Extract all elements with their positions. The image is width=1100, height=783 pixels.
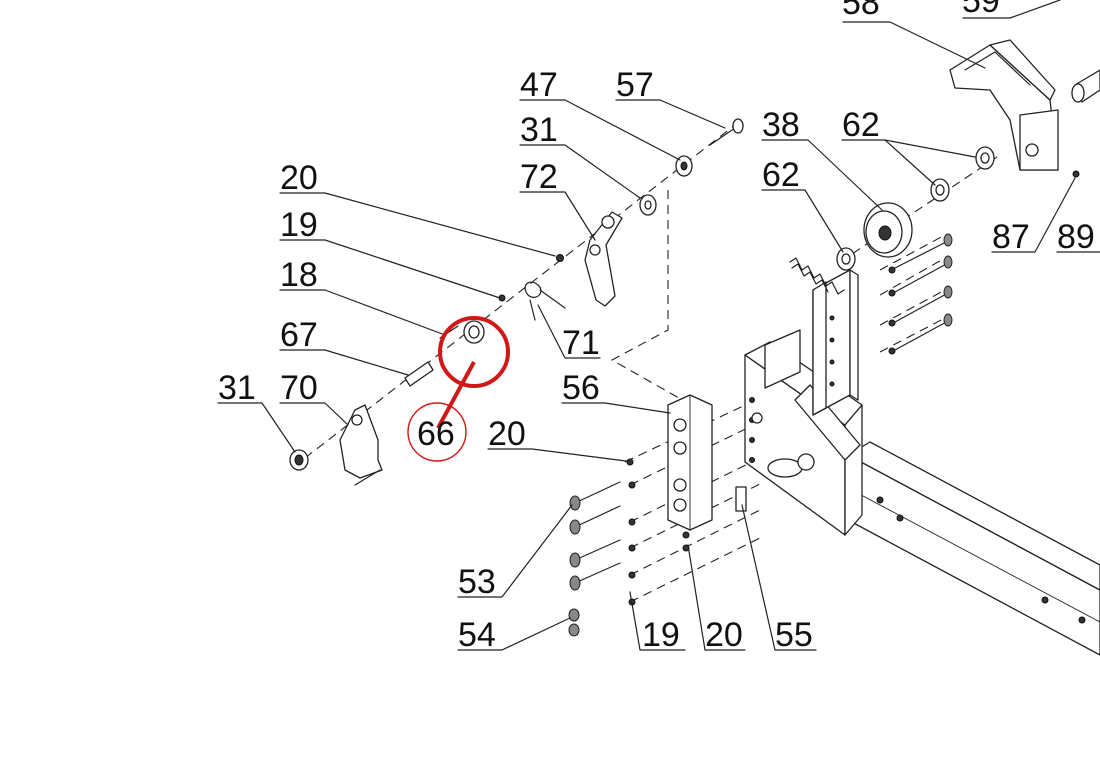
callout-47: 47 [520, 66, 558, 104]
leader-lines [217, 0, 1100, 651]
torsion-spring [524, 281, 566, 321]
callout-62-lower: 62 [762, 156, 800, 194]
bracket-70 [339, 404, 383, 486]
callout-59: 59 [962, 0, 1000, 20]
callout-89: 89 [1057, 218, 1095, 256]
washer-31-upper [639, 194, 657, 216]
pin-67 [404, 361, 434, 387]
callout-31-upper: 31 [520, 111, 558, 149]
callout-67: 67 [280, 316, 318, 354]
nuts-54 [568, 608, 580, 637]
callout-18: 18 [280, 256, 318, 294]
washers-small [626, 458, 690, 606]
washer-47 [675, 155, 693, 177]
vertical-mast [789, 257, 859, 416]
highlight-annotation [407, 316, 510, 462]
callout-70: 70 [280, 369, 318, 407]
callout-19-lower: 19 [642, 616, 680, 654]
highlight-circle-part-66 [438, 316, 510, 388]
callout-62-upper: 62 [842, 106, 880, 144]
top-bracket [949, 39, 1059, 171]
callout-57: 57 [616, 66, 654, 104]
callout-20-middle: 20 [488, 415, 526, 453]
callout-56: 56 [562, 369, 600, 407]
washers-62 [836, 146, 995, 271]
highlight-circle-label-66 [407, 402, 467, 462]
callout-55: 55 [775, 616, 813, 654]
pulley [863, 202, 913, 258]
callout-20-lower: 20 [705, 616, 743, 654]
washer-31-lower [289, 449, 309, 471]
mast-bolts [888, 233, 953, 355]
plate-56 [667, 394, 713, 531]
callout-20-upper: 20 [280, 159, 318, 197]
callout-38: 38 [762, 106, 800, 144]
callout-labels: 58 59 47 57 31 72 38 62 62 87 89 20 19 1… [218, 0, 1095, 654]
callout-53: 53 [458, 563, 496, 601]
callout-19-upper: 19 [280, 206, 318, 244]
bolt-57 [709, 118, 744, 146]
callout-31-lower: 31 [218, 369, 256, 407]
pin-20-upper [556, 254, 564, 262]
highlight-arrow [436, 361, 476, 429]
bushing-66 [463, 320, 485, 344]
lever-arm [584, 211, 623, 307]
callout-71: 71 [562, 324, 600, 362]
bolts-53 [569, 481, 621, 591]
callout-58: 58 [842, 0, 880, 22]
shaft-59 [1071, 69, 1100, 103]
clip-55 [735, 486, 747, 512]
callout-72: 72 [520, 158, 558, 196]
callout-54: 54 [458, 616, 496, 654]
main-frame [744, 329, 1100, 656]
callout-66: 66 [417, 415, 455, 453]
callout-87: 87 [992, 218, 1030, 256]
